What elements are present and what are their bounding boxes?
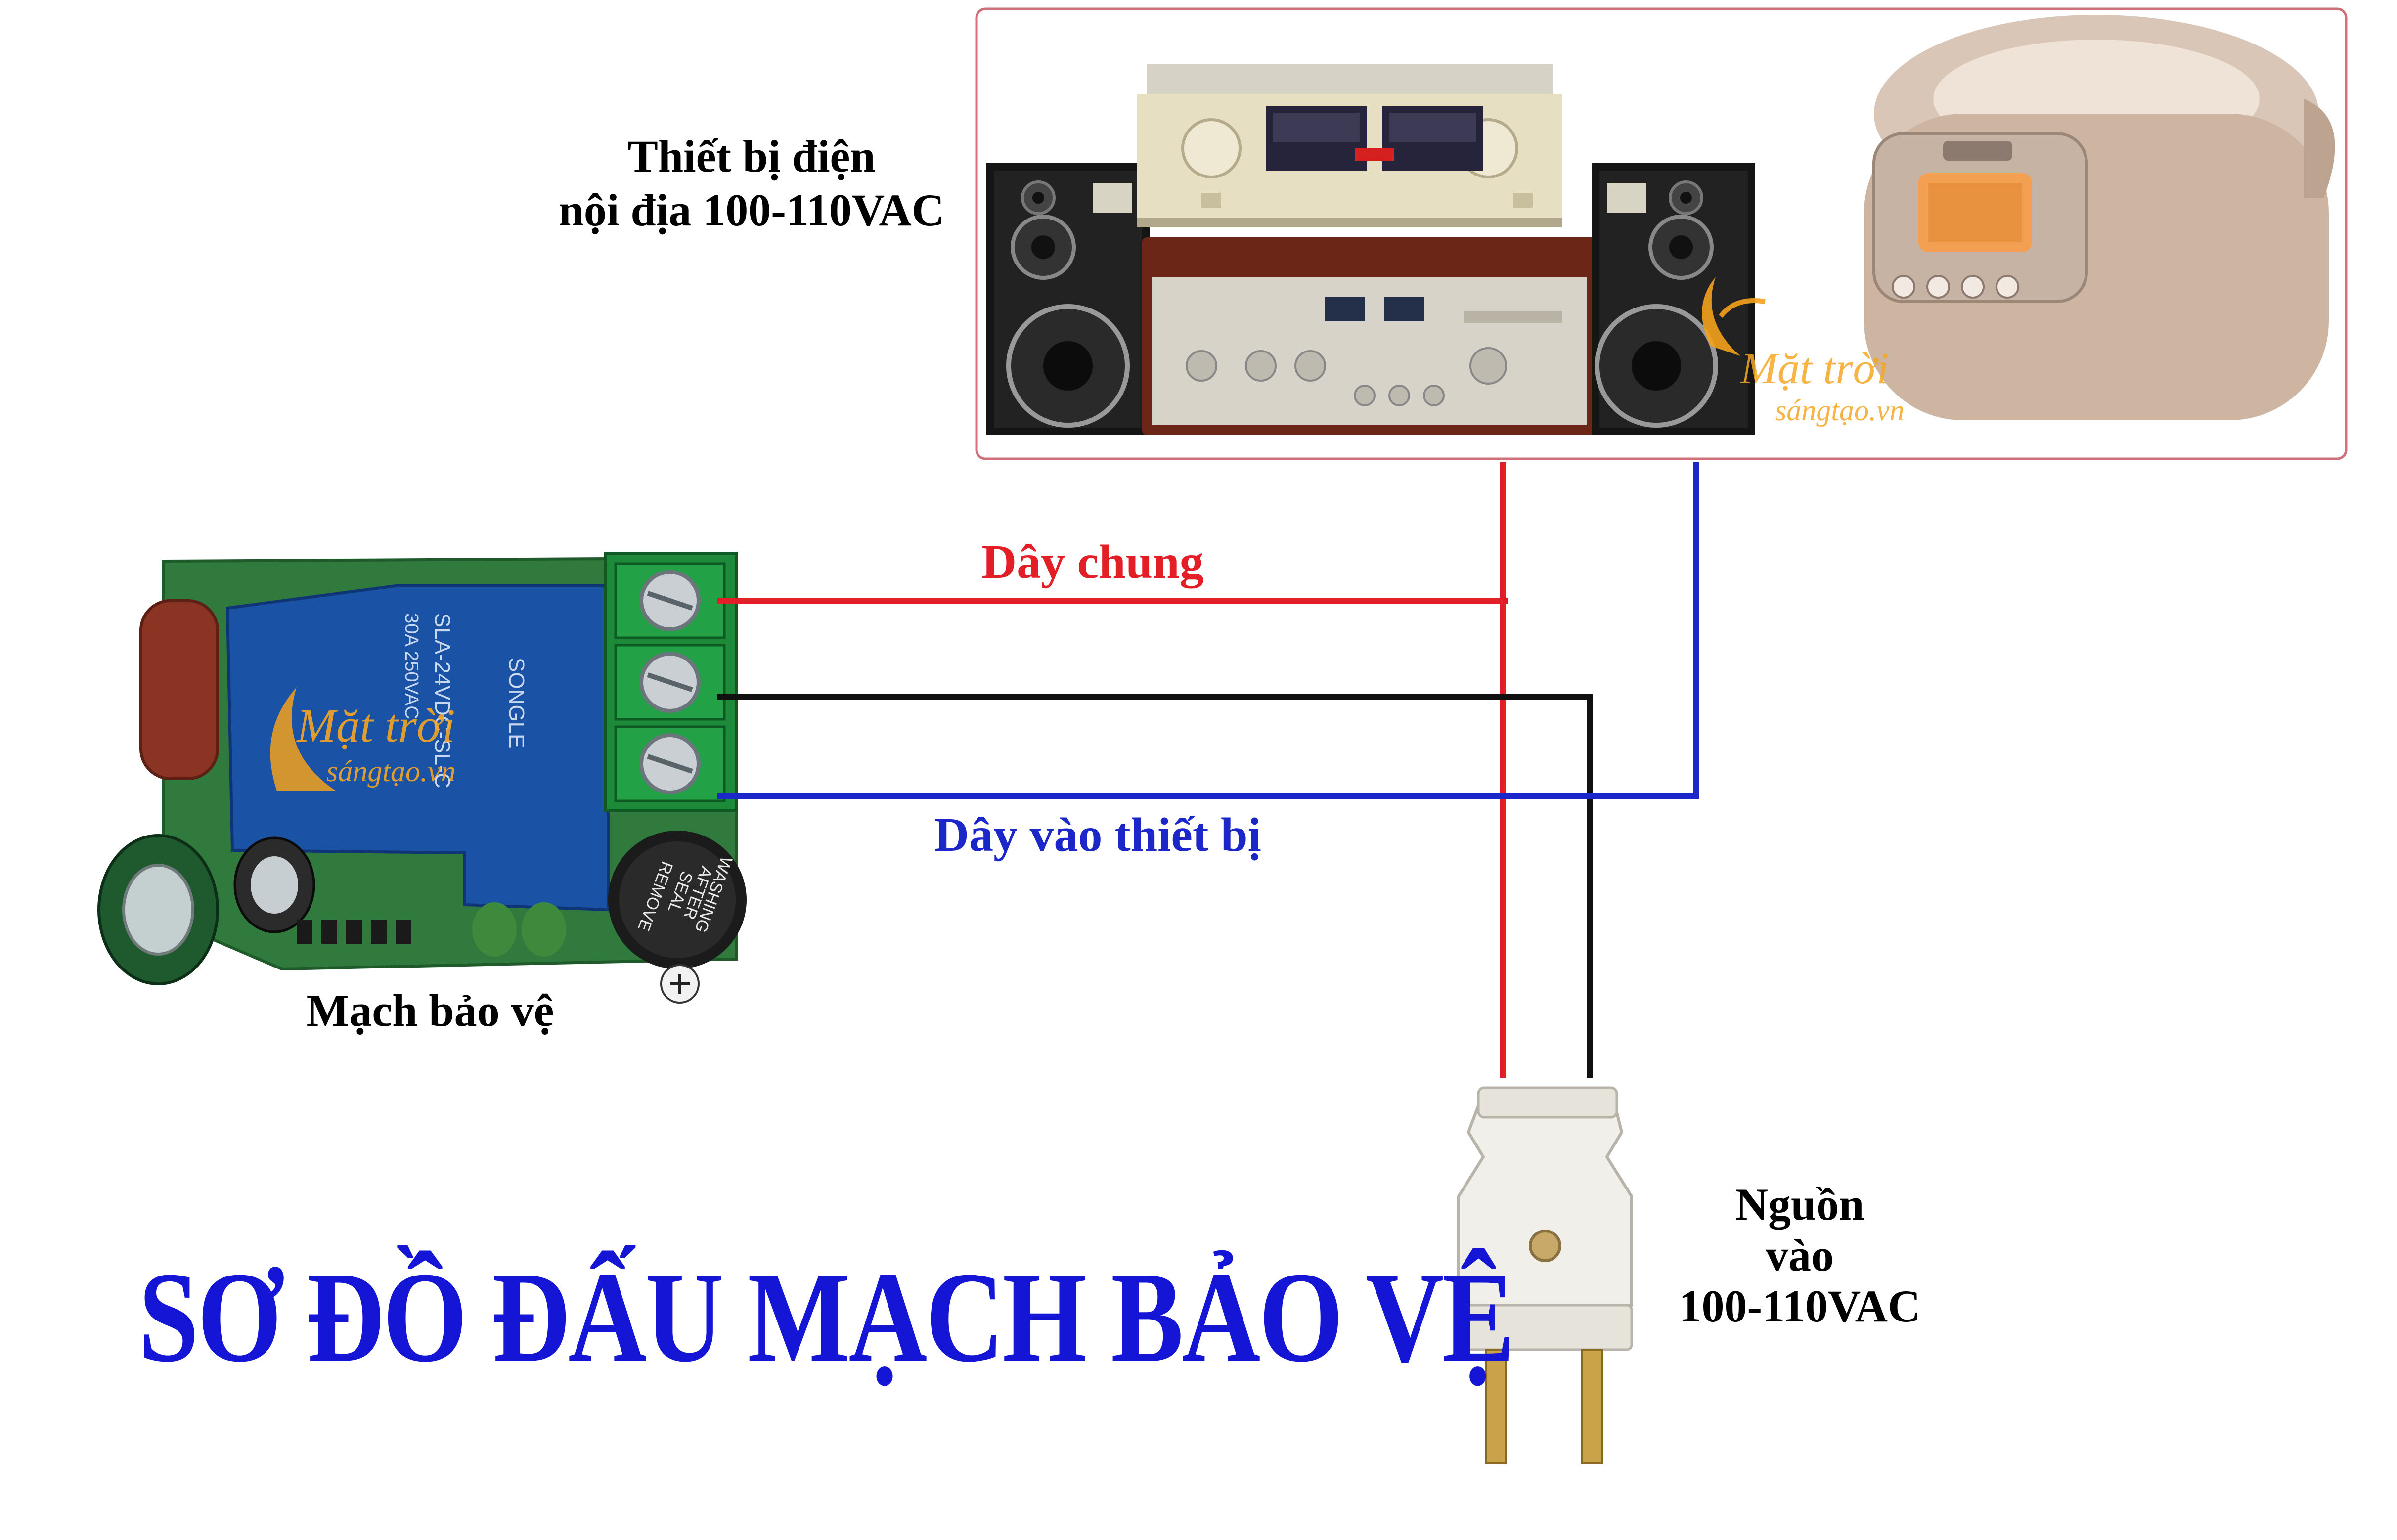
buzzer: REMOVE SEAL AFTER WASHING bbox=[608, 831, 747, 1004]
watermark-panel-sub: sángtạo.vn bbox=[1775, 394, 1905, 427]
relay: SONGLE SLA-24VDC-SL-C 30A 250VAC bbox=[225, 584, 610, 912]
power-label-line2: vào bbox=[1766, 1230, 1834, 1281]
device-label: Thiết bị điện nội địa 100-110VAC bbox=[534, 130, 969, 237]
watermark-board-text: Mặt trời bbox=[296, 699, 455, 752]
terminal-block bbox=[604, 552, 738, 812]
device-wire-label: Dây vào thiết bị bbox=[934, 808, 1261, 862]
relay-rating: 30A 250VAC bbox=[401, 613, 422, 719]
plug-screw bbox=[1529, 1230, 1561, 1262]
speaker-left bbox=[986, 163, 1150, 435]
relay-model: SLA-24VDC-SL-C bbox=[430, 613, 454, 789]
smd-components bbox=[297, 920, 411, 944]
device-wire bbox=[717, 462, 1699, 799]
rice-cooker bbox=[1864, 15, 2335, 420]
watermark-board-sub: sángtạo.vn bbox=[326, 755, 456, 788]
relay-brand: SONGLE bbox=[504, 658, 529, 748]
terminal-screw-neutral bbox=[639, 652, 701, 713]
plug-pin-left bbox=[1485, 1349, 1507, 1464]
amplifier-upper bbox=[1137, 64, 1562, 227]
watermark-panel-text: Mặt trời bbox=[1739, 344, 1889, 393]
power-plug bbox=[1457, 1086, 1633, 1464]
neutral-wire bbox=[717, 694, 1593, 1078]
board-label: Mạch bảo vệ bbox=[306, 985, 554, 1036]
power-label-line3: 100-110VAC bbox=[1679, 1281, 1921, 1332]
power-label-line1: Nguồn bbox=[1735, 1179, 1864, 1230]
appliance-panel: Mặt trời sángtạo.vn bbox=[975, 7, 2348, 460]
film-capacitor bbox=[139, 599, 219, 780]
terminal-screw-device bbox=[639, 733, 701, 794]
device-label-line1: Thiết bị điện bbox=[627, 131, 876, 181]
amplifier-lower bbox=[1142, 237, 1597, 435]
diagram-title: SƠ ĐỒ ĐẤU MẠCH BẢO VỆ bbox=[138, 1245, 1515, 1389]
device-label-line2: nội địa 100-110VAC bbox=[558, 184, 945, 235]
plug-pin-right bbox=[1581, 1349, 1603, 1464]
common-wire-label: Dây chung bbox=[981, 535, 1204, 589]
terminal-screw-common bbox=[639, 570, 701, 631]
protection-board: SONGLE SLA-24VDC-SL-C 30A 250VAC REMOVE … bbox=[97, 552, 747, 1004]
speaker-right bbox=[1592, 163, 1755, 435]
wires bbox=[717, 462, 1699, 1078]
watermark-board bbox=[270, 687, 336, 791]
watermark-panel bbox=[1702, 277, 1766, 356]
power-source-label: Nguồn vào 100-110VAC bbox=[1622, 1179, 1978, 1332]
